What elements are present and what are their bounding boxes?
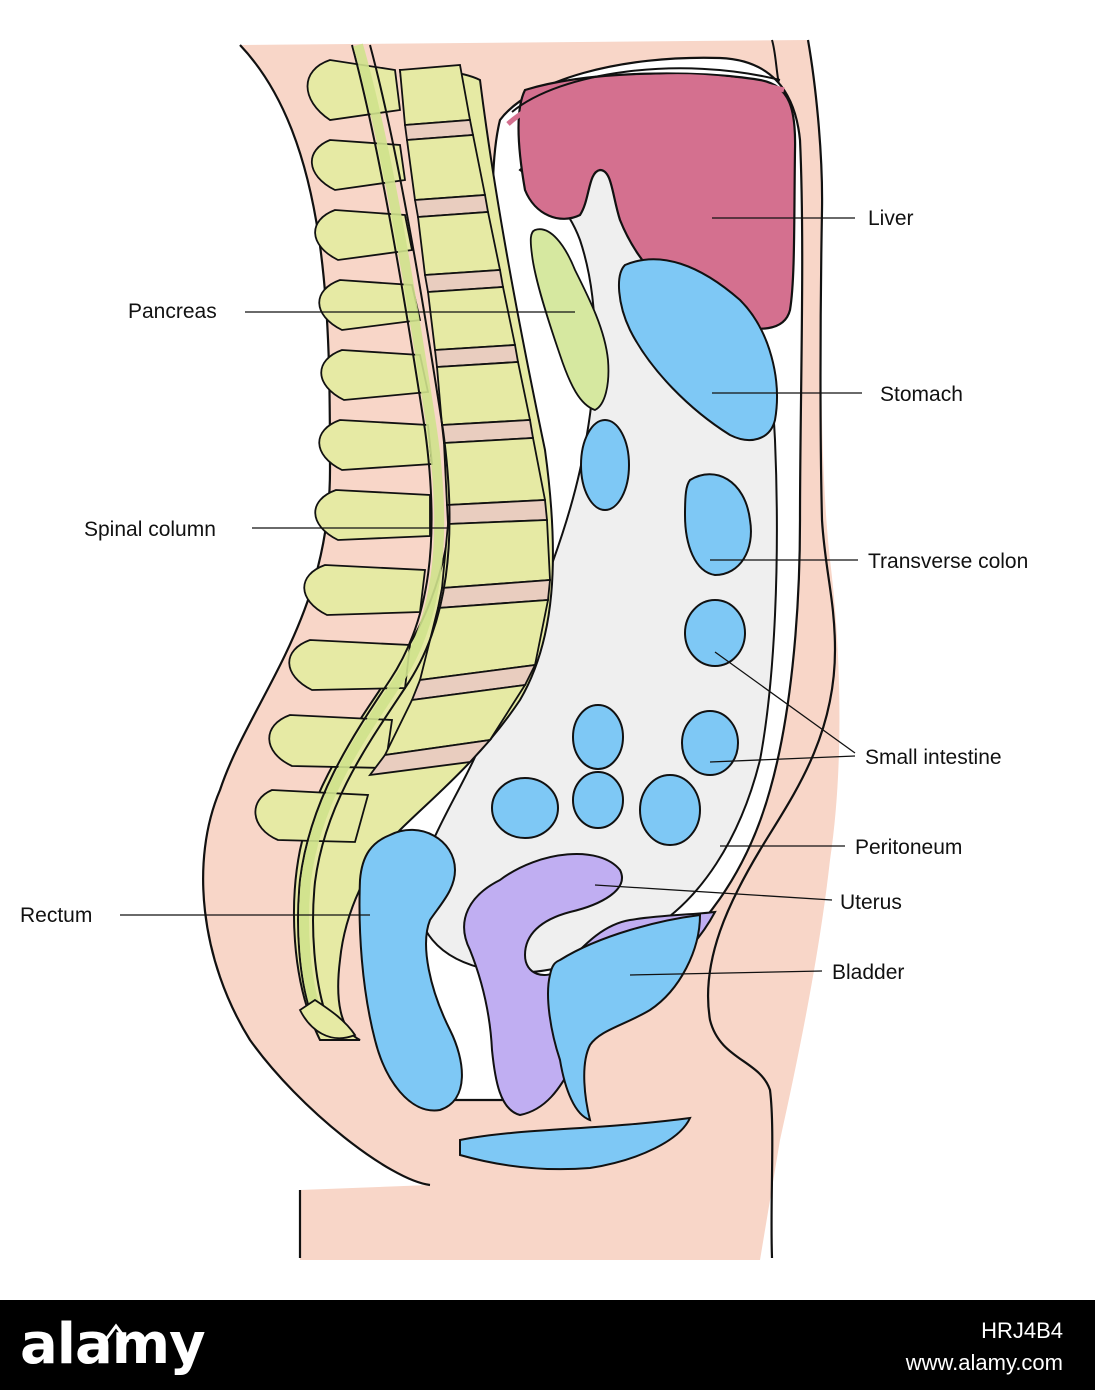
- label-stomach: Stomach: [880, 383, 963, 406]
- alamy-logo-icon: [102, 1323, 130, 1343]
- image-id: HRJ4B4: [981, 1318, 1063, 1343]
- label-pancreas: Pancreas: [128, 300, 217, 323]
- bladder-leader-line: [629, 970, 823, 976]
- small-intestine-leader-line-a: [714, 651, 856, 754]
- pancreas-shape: [529, 228, 610, 411]
- label-rectum: Rectum: [20, 904, 92, 927]
- label-small-intestine: Small intestine: [865, 746, 1002, 769]
- label-spinal-column: Spinal column: [84, 518, 216, 541]
- uterus-leader-line: [594, 884, 833, 901]
- anatomy-diagram: Liver Pancreas Stomach Spinal column Tra…: [20, 39, 1028, 1260]
- small-intestine-leader-line-b: [709, 755, 856, 763]
- label-peritoneum: Peritoneum: [855, 836, 962, 859]
- leader-lines: [120, 217, 862, 976]
- watermark-bar: alamy HRJ4B4 www.alamy.com: [0, 1300, 1095, 1390]
- spinal-column-shape: [254, 43, 554, 1041]
- source-url: www.alamy.com: [905, 1350, 1063, 1375]
- label-liver: Liver: [868, 207, 914, 230]
- label-uterus: Uterus: [840, 891, 902, 914]
- label-bladder: Bladder: [832, 961, 904, 984]
- bladder-shape: [547, 913, 702, 1122]
- label-transverse-colon: Transverse colon: [868, 550, 1028, 573]
- hollow-organs: [358, 258, 778, 1171]
- alamy-logo: alamy: [20, 1312, 206, 1377]
